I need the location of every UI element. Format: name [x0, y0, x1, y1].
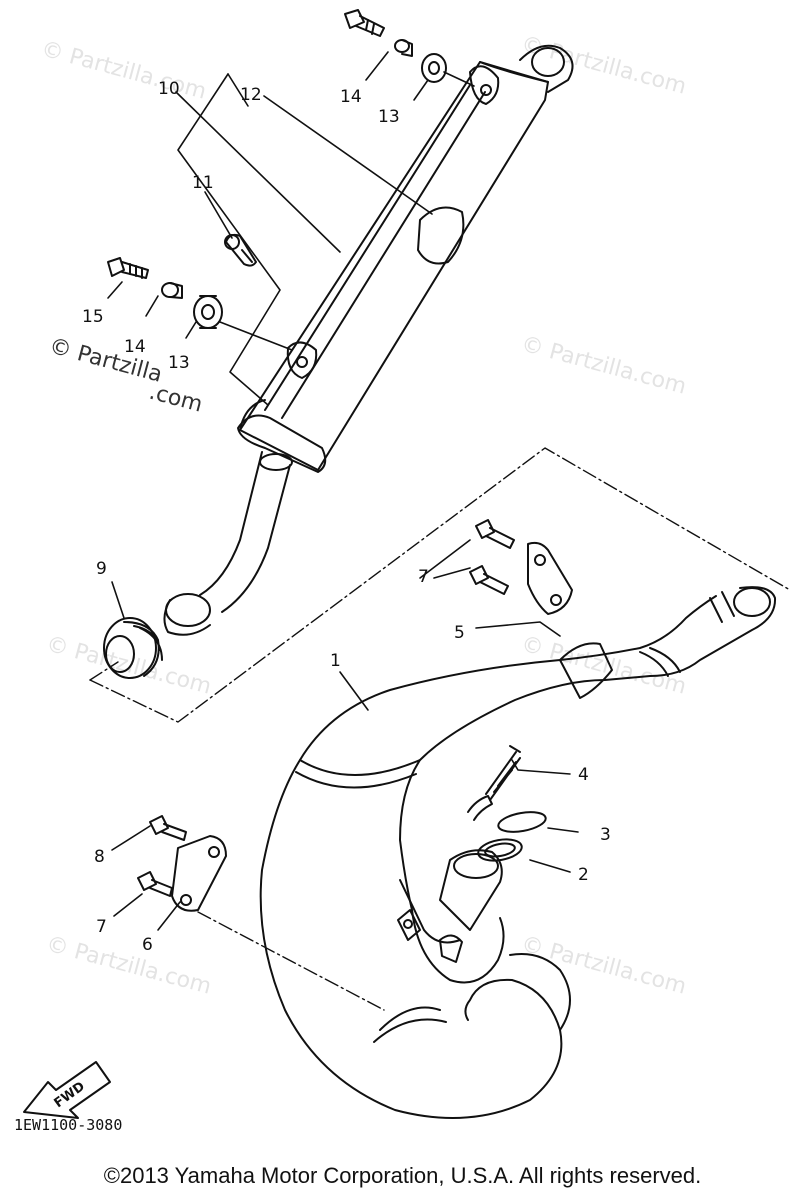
collar-14 — [161, 282, 183, 299]
silencer — [163, 44, 574, 636]
fwd-label: FWD — [52, 1079, 89, 1111]
watermark-group: © Partzilla.com © Partzilla.com © Partzi… — [38, 32, 688, 1000]
callout-2: 2 — [578, 865, 589, 885]
grommet-13-upper — [421, 53, 447, 83]
callout-3: 3 — [600, 825, 611, 845]
o-ring-3 — [497, 811, 547, 833]
bracket-5 — [527, 541, 573, 615]
callout-9: 9 — [96, 559, 107, 579]
watermark: © Partzilla.com — [518, 932, 688, 1000]
watermark: © Partzilla.com — [518, 332, 688, 400]
gasket-2 — [477, 838, 523, 862]
leader-lines — [107, 51, 579, 931]
boundary-lines — [89, 447, 791, 1011]
callout-6: 6 — [142, 935, 153, 955]
watermark: © Partzilla.com — [38, 37, 208, 105]
callout-14: 14 — [124, 337, 146, 357]
callout-14: 14 — [340, 87, 362, 107]
callout-7: 7 — [418, 567, 429, 587]
callout-labels: 1 2 3 4 5 6 7 7 8 9 10 11 12 13 13 14 14… — [82, 79, 611, 955]
bolt-15 — [107, 257, 149, 279]
bolt-7-lower — [469, 565, 509, 595]
bolt-upper — [344, 9, 385, 37]
callout-8: 8 — [94, 847, 105, 867]
grommet-13 — [193, 295, 223, 329]
callout-12: 12 — [240, 85, 262, 105]
watermark-strong: .com — [146, 380, 205, 418]
callout-1: 1 — [330, 651, 341, 671]
callout-11: 11 — [192, 173, 214, 193]
callout-7: 7 — [96, 917, 107, 937]
callout-15: 15 — [82, 307, 104, 327]
callout-10: 10 — [158, 79, 180, 99]
watermark: © Partzilla.com — [43, 932, 213, 1000]
callout-4: 4 — [578, 765, 589, 785]
diagram-code: 1EW1100-3080 — [14, 1116, 122, 1134]
watermark: © Partzilla.com — [43, 632, 213, 700]
collar-14-upper — [394, 39, 413, 57]
screw-11 — [224, 233, 257, 267]
spring-4 — [467, 745, 521, 821]
bracket-6 — [171, 835, 227, 912]
bolt-8 — [149, 815, 187, 841]
watermark-strong: © Partzilla — [46, 334, 164, 388]
copyright-notice: ©2013 Yamaha Motor Corporation, U.S.A. A… — [103, 1163, 702, 1188]
callout-13: 13 — [378, 107, 400, 127]
bolt-7-upper — [475, 519, 515, 549]
callout-13: 13 — [168, 353, 190, 373]
expansion-chamber — [259, 586, 777, 1119]
fwd-arrow-icon: FWD — [23, 1061, 111, 1119]
gasket-9 — [103, 617, 163, 679]
bolt-7-side — [137, 871, 173, 897]
watermark: © Partzilla.com — [518, 32, 688, 100]
callout-5: 5 — [454, 623, 465, 643]
